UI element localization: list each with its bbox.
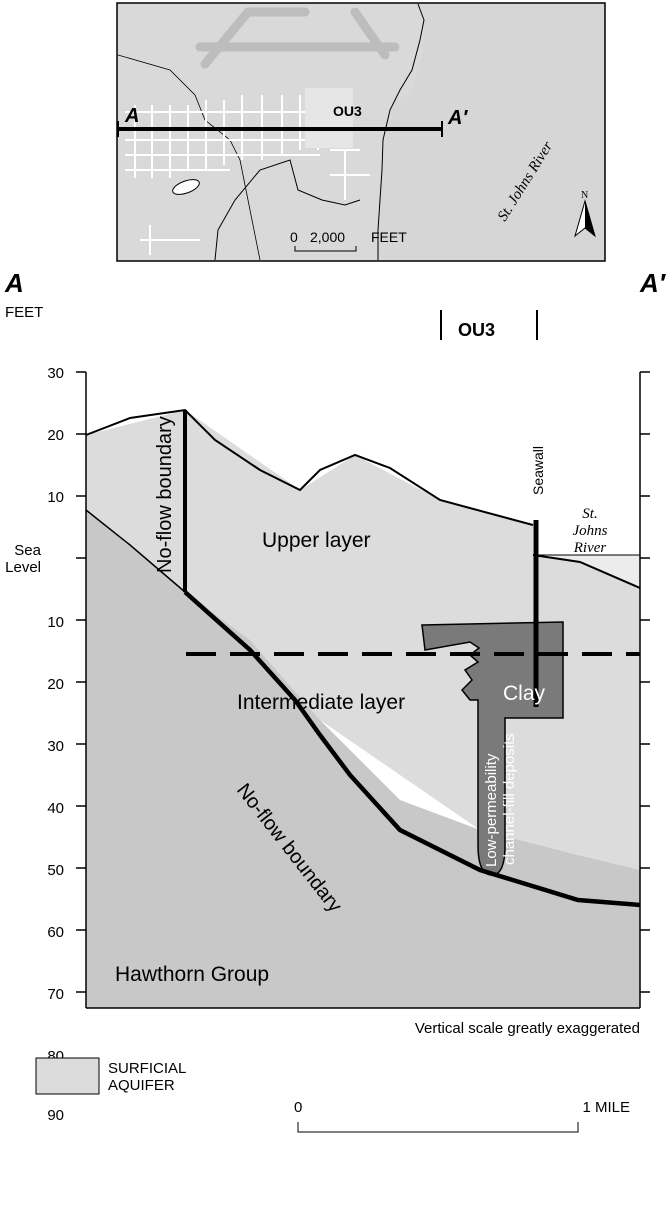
- river-label-3: River: [573, 540, 607, 556]
- no-flow-boundary-base: [183, 590, 641, 908]
- upper-layer-label: Upper layer: [262, 529, 371, 552]
- tick-label: 30: [47, 738, 64, 755]
- clay-label: Clay: [503, 682, 546, 705]
- map-airfield: [195, 7, 400, 69]
- tick-label: 50: [47, 862, 64, 879]
- map-ou3-area: [305, 88, 353, 148]
- tick-label: 10: [47, 489, 64, 506]
- map-label-ou3: OU3: [333, 103, 362, 119]
- channel-label-2: channel-fill deposits: [501, 733, 518, 865]
- channel-label-1: Low-permeability: [483, 753, 500, 867]
- inset-map: A A′ OU3 St. Johns River N 0 2,000 FEET: [116, 2, 606, 262]
- map-label-a-prime: A′: [447, 107, 468, 129]
- map-scale-unit: FEET: [371, 229, 407, 245]
- tick-label: 20: [47, 676, 64, 693]
- seawall-label: Seawall: [530, 446, 546, 495]
- axis-ticks: [76, 371, 650, 993]
- map-pond: [172, 179, 200, 195]
- legend-swatch: [35, 1057, 100, 1095]
- tick-label: 10: [47, 614, 64, 631]
- svg-text:N: N: [581, 190, 588, 201]
- section-label-a-prime: A′: [639, 268, 667, 298]
- no-flow-vertical-label: No-flow boundary: [154, 416, 176, 573]
- river-label-1: St.: [582, 506, 597, 522]
- map-land: [118, 4, 425, 260]
- tick-label: Sea: [14, 542, 41, 559]
- north-arrow-icon: N: [574, 190, 596, 238]
- hawthorn-group-area: [86, 510, 640, 1008]
- exaggeration-note: Vertical scale greatly exaggerated: [415, 1020, 640, 1037]
- river-label-2: Johns: [573, 523, 608, 539]
- intermediate-layer-label: Intermediate layer: [237, 691, 405, 714]
- river-water: [533, 555, 640, 588]
- legend: SURFICIAL AQUIFER 0 1 MILE: [35, 1057, 630, 1133]
- map-shoreline: [377, 3, 425, 260]
- river-bottom: [532, 554, 641, 589]
- tick-label: 90: [47, 1107, 64, 1124]
- tick-label: 40: [47, 800, 64, 817]
- legend-scale-zero: 0: [294, 1099, 302, 1116]
- tick-label: Level: [5, 559, 41, 576]
- section-label-a: A: [4, 268, 24, 298]
- tick-label: 20: [47, 427, 64, 444]
- y-axis-unit: FEET: [5, 304, 43, 321]
- legend-label-1: SURFICIAL: [108, 1060, 186, 1077]
- legend-scale-bar: [297, 1122, 579, 1133]
- map-creek: [214, 159, 361, 261]
- map-scale-zero: 0: [290, 229, 298, 245]
- legend-scale-end: 1 MILE: [582, 1099, 630, 1116]
- ou3-label: OU3: [458, 320, 495, 340]
- hawthorn-top-left: [85, 509, 186, 593]
- map-scale-value: 2,000: [310, 229, 345, 245]
- tick-label: 60: [47, 924, 64, 941]
- hawthorn-label: Hawthorn Group: [115, 963, 269, 986]
- map-scale-bar: [294, 246, 357, 252]
- tick-label: 30: [47, 365, 64, 382]
- map-label-a: A: [124, 105, 139, 127]
- land-surface: [85, 408, 534, 526]
- tick-label: 70: [47, 986, 64, 1003]
- legend-label-2: AQUIFER: [108, 1077, 175, 1094]
- cross-section: A A′ FEET OU3 30: [4, 268, 667, 1124]
